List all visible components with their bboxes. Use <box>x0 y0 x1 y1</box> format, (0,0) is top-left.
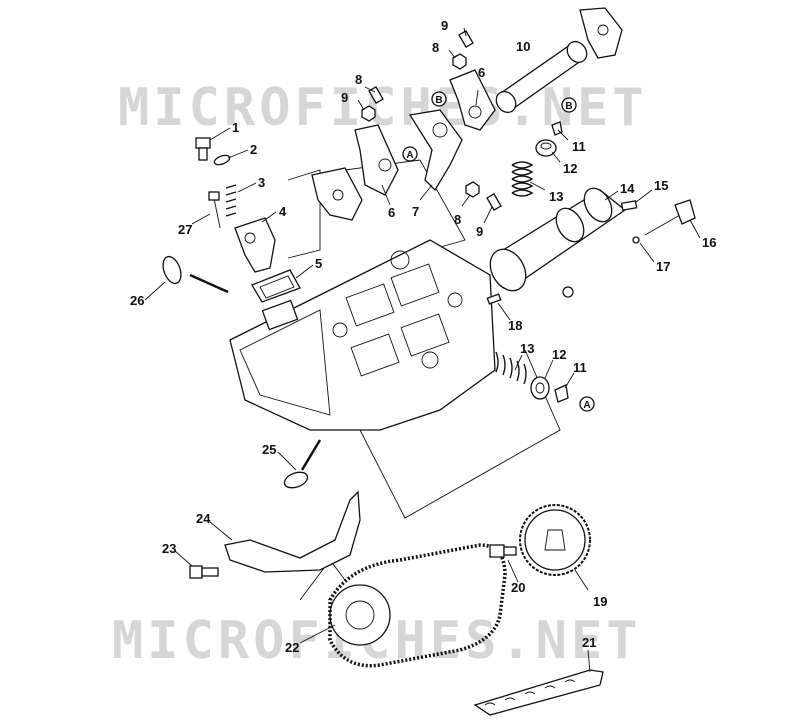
svg-text:A: A <box>406 150 413 161</box>
camshaft <box>489 187 627 298</box>
exhaust-valve <box>162 255 229 294</box>
callout-8-mid: 9 <box>341 90 348 105</box>
callout-9-mid: 8 <box>355 72 362 87</box>
washer-2 <box>213 154 231 166</box>
marker-b-left: B <box>431 91 447 107</box>
top-bracket <box>579 7 623 59</box>
clip <box>632 236 640 244</box>
gasket-5 <box>251 269 301 303</box>
spring-3 <box>225 184 237 217</box>
svg-text:A: A <box>583 400 590 411</box>
callout-25: 25 <box>262 442 276 457</box>
callout-5: 5 <box>315 256 322 271</box>
callout-24: 24 <box>196 511 211 526</box>
callout-22: 22 <box>285 640 299 655</box>
tensioner-4 <box>234 217 276 273</box>
callout-3: 3 <box>258 175 265 190</box>
rocker-arm-left <box>354 124 399 196</box>
callout-1: 1 <box>232 120 239 135</box>
callout-21: 21 <box>582 635 596 650</box>
adjuster-screws <box>361 30 502 211</box>
chain-guide <box>473 669 604 716</box>
callout-9-lower: 9 <box>476 224 483 239</box>
bolt-1 <box>195 137 211 161</box>
chain-tensioner-guide <box>224 490 361 573</box>
cam-chain <box>328 543 507 668</box>
decompressor-lever <box>644 199 696 236</box>
bolt-23 <box>189 565 219 579</box>
rocker-arm-center <box>408 109 463 192</box>
callout-20: 20 <box>511 580 525 595</box>
callout-12-upper: 12 <box>563 161 577 176</box>
callout-26: 26 <box>130 293 144 308</box>
callout-13-upper: 13 <box>549 189 563 204</box>
callout-15: 15 <box>654 178 668 193</box>
callout-7: 7 <box>412 204 419 219</box>
dowel-pin <box>486 293 502 305</box>
callout-4: 4 <box>279 204 287 219</box>
marker-a-lower: A <box>579 396 595 412</box>
callout-14: 14 <box>620 181 635 196</box>
leader-lines <box>144 27 701 673</box>
callout-16: 16 <box>702 235 716 250</box>
callout-6-right: 6 <box>478 65 485 80</box>
callout-18: 18 <box>508 318 522 333</box>
callout-11-lower: 11 <box>573 360 587 375</box>
bolt-27 <box>208 191 221 229</box>
marker-b-right: B <box>561 97 577 113</box>
intake-valve <box>283 439 322 489</box>
bolt-20 <box>489 544 517 558</box>
camshaft-pin <box>620 200 638 211</box>
svg-text:B: B <box>435 95 442 106</box>
rocker-support-bracket <box>311 167 363 221</box>
svg-text:B: B <box>565 101 572 112</box>
callout-13-lower: 13 <box>520 341 534 356</box>
callout-labels: 1 2 3 4 5 6 7 8 9 10 6 9 8 8 9 11 12 13 … <box>130 18 716 655</box>
lower-valve-spring <box>495 351 527 385</box>
callout-8-top: 8 <box>432 40 439 55</box>
rocker-arm-right <box>449 69 496 131</box>
lower-spring-retainer <box>530 376 550 400</box>
callout-6-left: 6 <box>388 205 395 220</box>
lower-valve-keepers <box>554 384 569 403</box>
upper-valve-spring <box>511 161 534 197</box>
callout-12-lower: 12 <box>552 347 566 362</box>
callout-2: 2 <box>250 142 257 157</box>
rocker-shaft <box>495 40 588 114</box>
callout-23: 23 <box>162 541 176 556</box>
callout-10: 10 <box>516 39 530 54</box>
callout-17: 17 <box>656 259 670 274</box>
callout-11-upper: 11 <box>572 139 586 154</box>
cam-sprocket <box>519 504 591 576</box>
callout-8-lower: 8 <box>454 212 461 227</box>
callout-19: 19 <box>593 594 607 609</box>
callout-27: 27 <box>178 222 192 237</box>
marker-a-upper: A <box>402 146 418 162</box>
crank-sprocket <box>329 584 391 646</box>
cylinder-head <box>229 239 496 431</box>
callout-9-top: 9 <box>441 18 448 33</box>
